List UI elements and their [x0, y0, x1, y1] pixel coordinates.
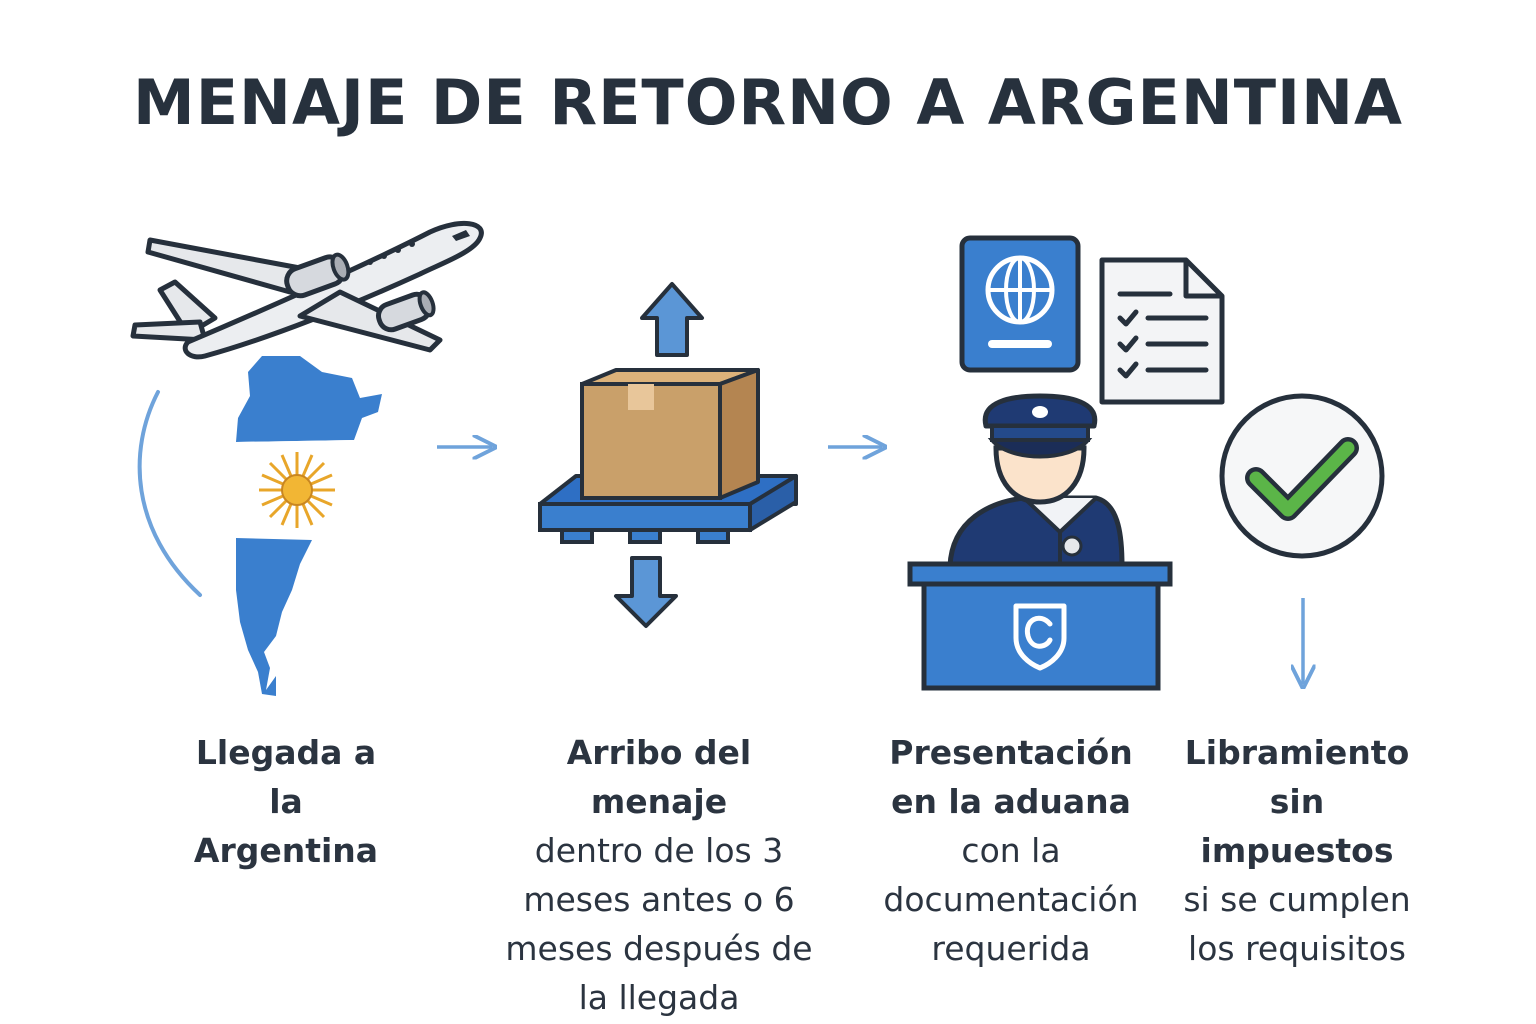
step-2-heading: Arribo del menaje: [566, 733, 752, 821]
step-4-caption: Libramiento sin impuestos si se cumplen …: [1170, 728, 1424, 973]
sun-of-may-icon: [259, 452, 335, 528]
step-1-caption: Llegada a la Argentina: [176, 728, 396, 875]
customs-officer-icon: [947, 393, 1125, 569]
step-1-heading: Llegada a la Argentina: [193, 733, 379, 870]
document-checklist-icon: [1099, 257, 1225, 405]
airplane-icon: [130, 220, 484, 360]
package-pallet-icon: [538, 282, 798, 628]
step-4-description: si se cumplen los requisitos: [1183, 880, 1411, 968]
customs-desk-icon: [907, 561, 1173, 691]
customs-shield-icon: [1013, 603, 1067, 671]
step-4-heading: Libramiento sin impuestos: [1184, 733, 1410, 870]
approved-check-icon: [1219, 393, 1385, 559]
step-3-description: con la documentación requerida: [883, 831, 1139, 968]
orbit-arc: [137, 390, 202, 597]
step-3-heading: Presentación en la aduana: [889, 733, 1133, 821]
step-2-description: dentro de los 3 meses antes o 6 meses de…: [505, 831, 813, 1017]
argentina-map-icon: [236, 356, 382, 696]
passport-icon: [959, 235, 1081, 373]
step-3-caption: Presentación en la aduana con la documen…: [872, 728, 1150, 973]
page-title: MENAJE DE RETORNO A ARGENTINA: [133, 66, 1403, 139]
up-arrow-icon: [640, 282, 704, 357]
down-arrow-icon: [614, 556, 678, 628]
step-2-caption: Arribo del menaje dentro de los 3 meses …: [496, 728, 822, 1022]
